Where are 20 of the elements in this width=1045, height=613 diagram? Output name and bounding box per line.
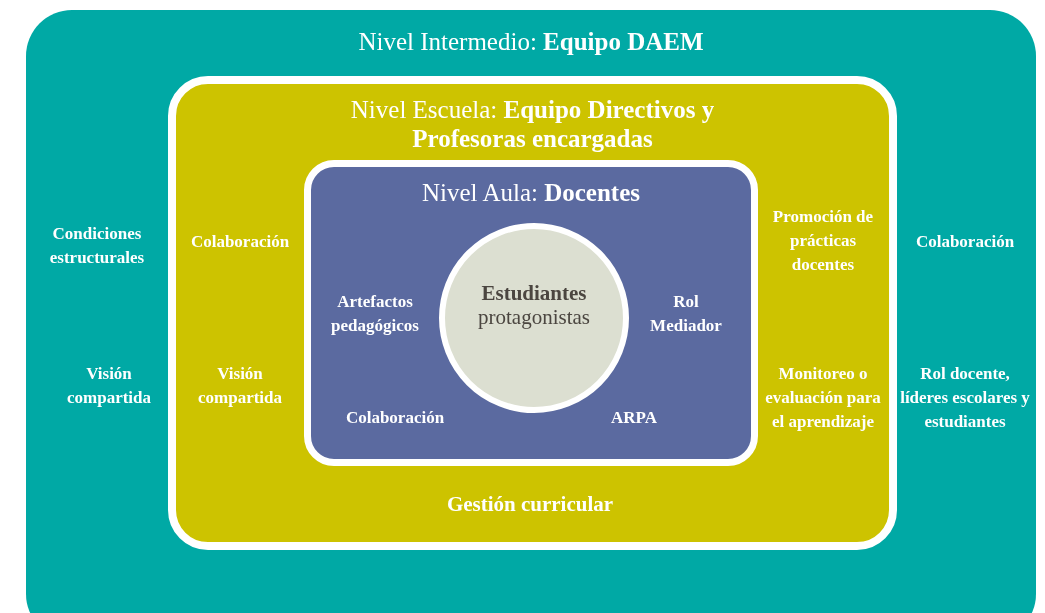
concept-label: Condiciones estructurales xyxy=(48,223,146,269)
concept-label: Colaboración xyxy=(189,231,291,253)
level-title: Nivel Aula: Docentes xyxy=(421,179,641,208)
concept-label: Visión compartida xyxy=(196,363,283,409)
center-label: Estudiantes protagonistas xyxy=(477,281,591,330)
concept-label: ARPA xyxy=(610,407,658,429)
concept-label: Monitoreo o evaluación para el aprendizaje xyxy=(764,363,882,433)
level-panel xyxy=(26,10,1036,613)
concept-label: Visión compartida xyxy=(65,363,152,409)
concept-label: Gestión curricular xyxy=(445,492,615,516)
level-title: Nivel Intermedio: Equipo DAEM xyxy=(357,28,705,57)
level-panel xyxy=(168,76,897,550)
concept-label: Rol Mediador xyxy=(649,291,723,337)
concept-label: Rol docente, líderes escolares y estudiantes xyxy=(900,363,1030,433)
concept-label: Promoción de prácticas docentes xyxy=(771,206,875,276)
concept-label: Colaboración xyxy=(914,231,1016,253)
level-panel xyxy=(304,160,758,466)
concept-label: Colaboración xyxy=(344,407,446,429)
level-title: Nivel Escuela: Equipo Directivos y Profesoras encargadas xyxy=(349,96,716,154)
concept-label: Artefactos pedagógicos xyxy=(330,291,420,337)
